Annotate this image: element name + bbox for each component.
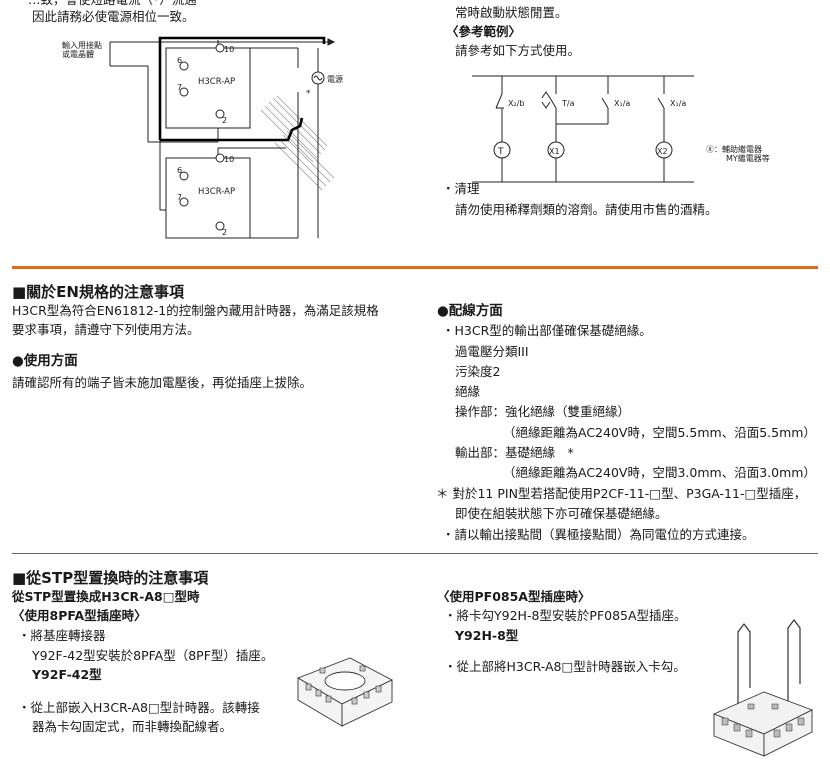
pf085-title: 〈使用PF085A型插座時〉 bbox=[437, 589, 591, 604]
en-intro-2: 要求事項，請遵守下列使用方法。 bbox=[12, 322, 200, 337]
unit-label-2: H3CR-AP bbox=[198, 187, 235, 197]
pin-2-label-2: 2 bbox=[222, 228, 227, 237]
hook-socket-illustration bbox=[712, 619, 814, 757]
ladder-note-2: MY繼電器等 bbox=[726, 153, 770, 163]
pf085-model: Y92H-8型 bbox=[455, 628, 519, 643]
stp-subtitle: 從STP型置換成H3CR-A8□型時 bbox=[12, 589, 200, 604]
wiring-line-10: 即使在組裝狀態下亦可確保基礎絕緣。 bbox=[455, 506, 668, 521]
wiring-line-11: ・請以輸出接點間（異極接點間）為同電位的方式連接。 bbox=[442, 527, 755, 542]
stp-section-title: ■從STP型置換時的注意事項 bbox=[12, 569, 209, 587]
coil-t: T bbox=[497, 147, 504, 157]
ref-example-text: 請參考如下方式使用。 bbox=[455, 43, 581, 58]
pin-10-label: 10 bbox=[224, 45, 234, 54]
wiring-line-9: ＊ 對於11 PIN型若搭配使用P2CF-11-□型、P3GA-11-□型插座， bbox=[436, 486, 807, 501]
pin-6-label-2: 6 bbox=[177, 166, 182, 175]
en-intro-1: H3CR型為符合EN61812-1的控制盤內藏用計時器，為滿足該規格 bbox=[12, 303, 379, 318]
section-divider-2 bbox=[12, 553, 818, 554]
pin-6-label: 6 bbox=[177, 56, 182, 65]
wiring-title: ●配線方面 bbox=[437, 303, 503, 319]
wiring-line-8: （絕緣距離為AC240V時，空間3.0mm、沿面3.0mm） bbox=[503, 465, 816, 480]
pin-7-label-2: 7 bbox=[177, 193, 182, 202]
pf085-line-2: ・從上部將H3CR-A8□型計時器嵌入卡勾。 bbox=[444, 659, 686, 674]
wiring-line-6: （絕緣距離為AC240V時，空間5.5mm、沿面5.5mm） bbox=[503, 425, 816, 440]
input-contact-label-1: 輸入用接點 bbox=[62, 40, 102, 50]
pfa-line-3: ・從上部嵌入H3CR-A8□型計時器。該轉接 bbox=[18, 700, 260, 715]
contact-x1a-1: X₁/a bbox=[614, 99, 630, 108]
section-divider bbox=[12, 266, 818, 269]
wiring-line-1: ・H3CR型的輸出部僅確保基礎絕緣。 bbox=[442, 323, 652, 338]
coil-x1: X1 bbox=[549, 147, 560, 156]
usage-text: 請確認所有的端子皆未施加電壓後，再從插座上拔除。 bbox=[12, 375, 313, 390]
input-contact-label-2: 或電晶體 bbox=[62, 49, 94, 59]
wiring-diagram: 輸入用接點 或電晶體 H3CR-AP H3CR-AP 電源 * 10 6 7 2… bbox=[62, 36, 343, 239]
power-label: 電源 bbox=[327, 75, 343, 84]
cleaning-text: 請勿使用稀釋劑類的溶劑。請使用市售的酒精。 bbox=[455, 202, 718, 217]
ref-example-title: 〈參考範例〉 bbox=[446, 24, 522, 39]
contact-ta: T/a bbox=[561, 99, 575, 108]
wiring-line-4: 絕緣 bbox=[455, 384, 481, 399]
cleaning-title: ・清理 bbox=[442, 181, 480, 196]
coil-x2: X2 bbox=[657, 147, 668, 156]
pfa-title: 〈使用8PFA型插座時〉 bbox=[12, 608, 147, 623]
usage-title: ●使用方面 bbox=[12, 353, 78, 369]
top-left-line1: …致，會使短路電流（*）流通 bbox=[28, 0, 197, 9]
ladder-diagram: X₂/b T/a X₁/a X₁/a T X1 X2 Ⓧ：輔助繼電器 MY繼電器… bbox=[472, 75, 770, 183]
top-left-line2: 因此請務必使電源相位一致。 bbox=[32, 9, 195, 24]
pfa-line-1: ・將基座轉接器 bbox=[18, 628, 106, 643]
en-section-title: ■關於EN規格的注意事項 bbox=[12, 283, 184, 301]
contact-x2b: X₂/b bbox=[508, 99, 524, 108]
pfa-line-2: Y92F-42型安裝於8PFA型（8PF型）插座。 bbox=[32, 648, 274, 663]
contact-x1a-2: X₁/a bbox=[670, 99, 686, 108]
short-circuit-star: * bbox=[306, 89, 311, 99]
wiring-line-7: 輸出部：基礎絕緣 * bbox=[455, 445, 574, 460]
wiring-line-5: 操作部：強化絕緣（雙重絕緣） bbox=[455, 404, 631, 419]
pfa-line-4: 器為卡勾固定式，而非轉換配線者。 bbox=[32, 719, 233, 734]
top-right-line1: 常時啟動狀態閒置。 bbox=[455, 5, 568, 20]
pin-2-label: 2 bbox=[222, 116, 227, 125]
pfa-model: Y92F-42型 bbox=[32, 667, 102, 682]
wiring-line-2: 過電壓分類III bbox=[455, 344, 529, 359]
unit-label-1: H3CR-AP bbox=[198, 77, 235, 87]
pin-7-label: 7 bbox=[177, 83, 182, 92]
adapter-socket-illustration bbox=[296, 657, 394, 727]
ladder-note-1: Ⓧ：輔助繼電器 bbox=[706, 144, 762, 154]
wiring-line-3: 污染度2 bbox=[455, 364, 501, 379]
pf085-line-1: ・將卡勾Y92H-8型安裝於PF085A型插座。 bbox=[444, 608, 687, 623]
pin-10-label-2: 10 bbox=[224, 155, 234, 164]
